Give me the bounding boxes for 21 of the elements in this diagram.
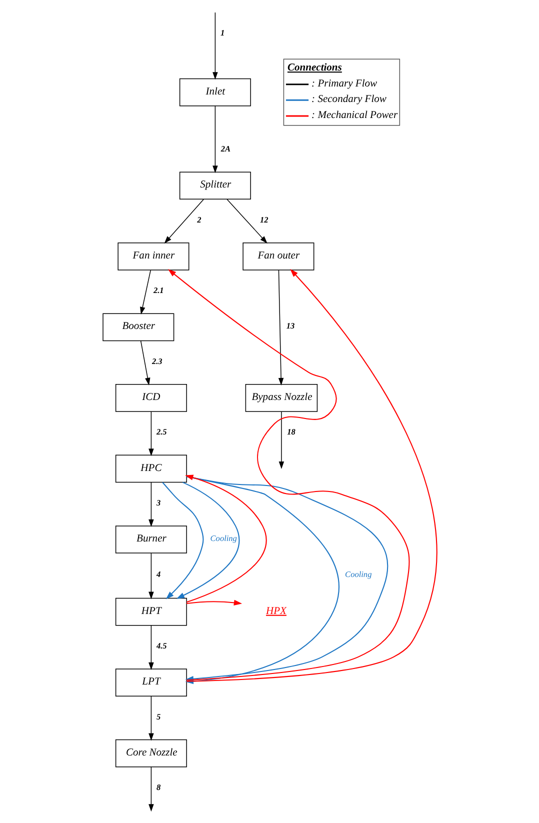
edge-label: 2 [196, 215, 201, 224]
edge-label: 2.5 [156, 428, 166, 437]
edge-label: 12 [259, 215, 268, 224]
edge-label: 1 [220, 28, 224, 38]
legend-label: : Mechanical Power [311, 110, 398, 122]
edge-label: 8 [156, 783, 160, 792]
legend-label: : Primary Flow [311, 78, 377, 90]
edge-label: 2A [220, 144, 230, 154]
edge-label: 4 [156, 570, 160, 579]
legend-label: : Secondary Flow [311, 94, 386, 106]
edge-label: 3 [156, 498, 160, 508]
edge-label: 18 [286, 428, 295, 437]
edge-label: 13 [286, 322, 294, 331]
edge-label: 2.3 [151, 356, 162, 366]
edge-label: 4.5 [156, 642, 166, 651]
edge-label: Cooling [210, 534, 236, 543]
label: Connections [286, 62, 342, 74]
edge-label: 5 [156, 712, 160, 722]
edge-label: Cooling [344, 570, 372, 579]
edge-label: 2.1 [152, 286, 164, 296]
node-text: HPX [266, 606, 286, 617]
